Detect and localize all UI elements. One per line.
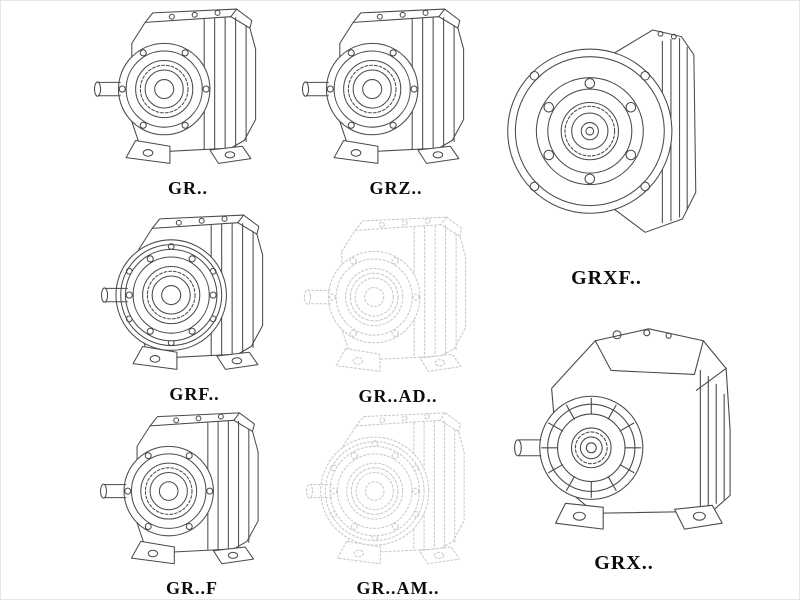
model-label-grxf: GRXF..	[571, 267, 642, 289]
gearbox-flange-mounted-drawing	[100, 214, 263, 370]
gearbox-heavy-foot-mounted-drawing	[513, 328, 731, 530]
gearbox-foot-mounted-drawing	[100, 412, 259, 565]
gearbox-flange-front-drawing	[506, 29, 696, 233]
model-label-grz: GRZ..	[369, 178, 423, 198]
model-label-gr-ad: GR..AD..	[358, 386, 438, 406]
figure-gr-ad: GR..AD..	[293, 215, 503, 407]
model-label-gr: GR..	[168, 178, 208, 198]
model-label-grx: GRX..	[594, 552, 654, 574]
figure-grf: GRF..	[87, 213, 302, 405]
model-label-gr-am: GR..AM..	[356, 578, 440, 598]
figure-grx: GRX..	[499, 309, 749, 575]
figure-grxf: GRXF..	[499, 5, 714, 290]
figure-gr: GR..	[83, 7, 293, 199]
figure-gr-f: GR..F	[87, 411, 297, 599]
gearbox-input-adapter-drawing	[303, 216, 467, 372]
model-label-gr-f: GR..F	[166, 578, 218, 598]
model-label-grf: GRF..	[169, 384, 220, 404]
figure-grz: GRZ..	[291, 7, 501, 199]
gearbox-foot-mounted-drawing	[93, 8, 257, 164]
figure-gr-am: GR..AM..	[293, 411, 503, 599]
gearbox-foot-mounted-drawing	[301, 8, 465, 164]
gearbox-motor-adapter-drawing	[306, 412, 465, 565]
